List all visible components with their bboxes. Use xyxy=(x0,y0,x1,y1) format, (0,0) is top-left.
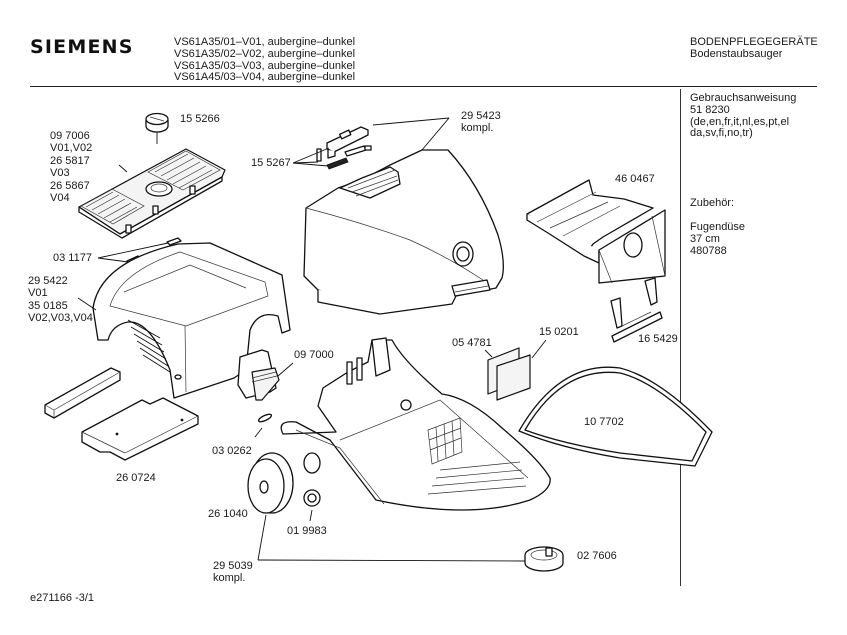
header-divider xyxy=(30,86,817,87)
model-line: VS61A35/03–V03, aubergine–dunkel xyxy=(174,59,356,72)
variant-code: V02,V03,V04 xyxy=(28,312,93,325)
category-subtitle: Bodenstaubsauger xyxy=(690,48,783,60)
floor-ribs xyxy=(427,461,527,495)
category-title: BODENPFLEGEGERÄTE xyxy=(690,36,818,48)
model-list: VS61A35/01–V01, aubergine–dunkel VS61A35… xyxy=(174,36,356,84)
part-label-lid[interactable]: 29 5423 kompl. xyxy=(461,110,501,135)
swivel-castor-part[interactable] xyxy=(524,546,564,572)
manual-title: Gebrauchsanweisung xyxy=(690,92,797,104)
variant-code: V03 xyxy=(50,167,70,180)
accessory-name: Fugendüse xyxy=(690,220,746,233)
manual-languages: (de,en,fr,it,nl,es,pt,el xyxy=(690,115,790,128)
dust-bag-part[interactable] xyxy=(526,179,666,284)
part-label-clip-pads[interactable]: 03 1177 xyxy=(53,252,92,264)
part-label-dust-bag[interactable]: 46 0467 xyxy=(615,173,655,185)
variant-code: V04 xyxy=(50,192,70,205)
document-code: e271166 -3/1 xyxy=(30,592,95,604)
vent-slots xyxy=(127,319,171,373)
part-label-wheel[interactable]: 26 1040 xyxy=(208,508,248,520)
sidebar-divider xyxy=(680,89,681,586)
kit-note: kompl. xyxy=(461,122,494,135)
part-label-filter-pad-a[interactable]: 05 4781 xyxy=(452,337,492,349)
part-number: 35 0185 xyxy=(28,299,68,312)
part-label-cap-knob[interactable]: 15 5266 xyxy=(180,113,220,125)
nozzle-flap-part[interactable] xyxy=(237,349,280,423)
part-label-wheel-clip[interactable]: 01 9983 xyxy=(287,525,327,537)
part-label-filter-cover[interactable]: 09 7006 V01,V02 26 5817 V03 26 5867 V04 xyxy=(50,130,92,204)
part-number: 29 5422 xyxy=(28,275,68,287)
part-label-nozzle-flap[interactable]: 09 7000 xyxy=(294,349,334,361)
manual-number: 51 8230 xyxy=(690,103,730,116)
wheel-part[interactable] xyxy=(247,452,294,514)
model-line: VS61A35/02–V02, aubergine–dunkel xyxy=(174,47,356,60)
part-number: 26 5867 xyxy=(50,179,90,192)
model-line: VS61A35/01–V01, aubergine–dunkel xyxy=(174,36,356,48)
sidebar-info: Gebrauchsanweisung 51 8230 (de,en,fr,it,… xyxy=(690,92,797,257)
accessories-title: Zubehör: xyxy=(690,197,735,210)
filter-cover-part[interactable] xyxy=(78,148,226,239)
part-label-latch-parts[interactable]: 15 5267 xyxy=(251,157,291,169)
part-label-base-body[interactable]: 29 5039 kompl. xyxy=(213,560,253,585)
bag-holder-part[interactable] xyxy=(610,277,663,343)
variant-code: V01,V02 xyxy=(50,142,93,155)
part-label-foam-filter[interactable]: 26 0724 xyxy=(116,472,156,484)
filter-grid xyxy=(85,153,213,223)
leader-lines xyxy=(77,117,547,562)
part-label-swivel-castor[interactable]: 02 7606 xyxy=(577,550,617,562)
part-label-pin[interactable]: 03 0262 xyxy=(212,445,252,457)
brand-logo: SIEMENS xyxy=(30,36,134,58)
part-label-filter-pad-b[interactable]: 15 0201 xyxy=(539,326,579,338)
part-label-housing-frame[interactable]: 29 5422 V01 35 0185 V02,V03,V04 xyxy=(28,275,93,325)
filter-pad-part[interactable] xyxy=(496,354,531,401)
lid-part[interactable] xyxy=(303,149,504,315)
category-block: BODENPFLEGEGERÄTE Bodenstaubsauger xyxy=(690,36,818,60)
seal-part[interactable] xyxy=(518,366,713,467)
clip-pad-part[interactable] xyxy=(166,237,182,246)
filter-mesh xyxy=(427,417,463,465)
model-line: VS61A45/03–V04, aubergine–dunkel xyxy=(174,71,356,84)
part-label-bag-holder[interactable]: 16 5429 xyxy=(638,333,678,345)
manual-languages-cont: da,sv,fi,no,tr) xyxy=(690,127,753,140)
part-label-seal[interactable]: 10 7702 xyxy=(584,416,624,428)
part-number: 29 5423 xyxy=(461,110,501,122)
base-body-part[interactable] xyxy=(280,337,551,511)
kit-note: kompl. xyxy=(213,572,246,585)
latch-parts[interactable] xyxy=(316,126,372,170)
foam-filter-part[interactable] xyxy=(44,367,199,461)
part-number: 26 5817 xyxy=(50,154,90,167)
variant-code: V01 xyxy=(28,287,48,300)
accessory-number: 480788 xyxy=(690,244,727,257)
accessory-size: 37 cm xyxy=(690,232,720,245)
wheel-clip-part[interactable] xyxy=(303,489,321,507)
part-number: 29 5039 xyxy=(213,560,253,572)
cap-knob-part[interactable] xyxy=(145,112,169,145)
part-number: 09 7006 xyxy=(50,130,90,142)
